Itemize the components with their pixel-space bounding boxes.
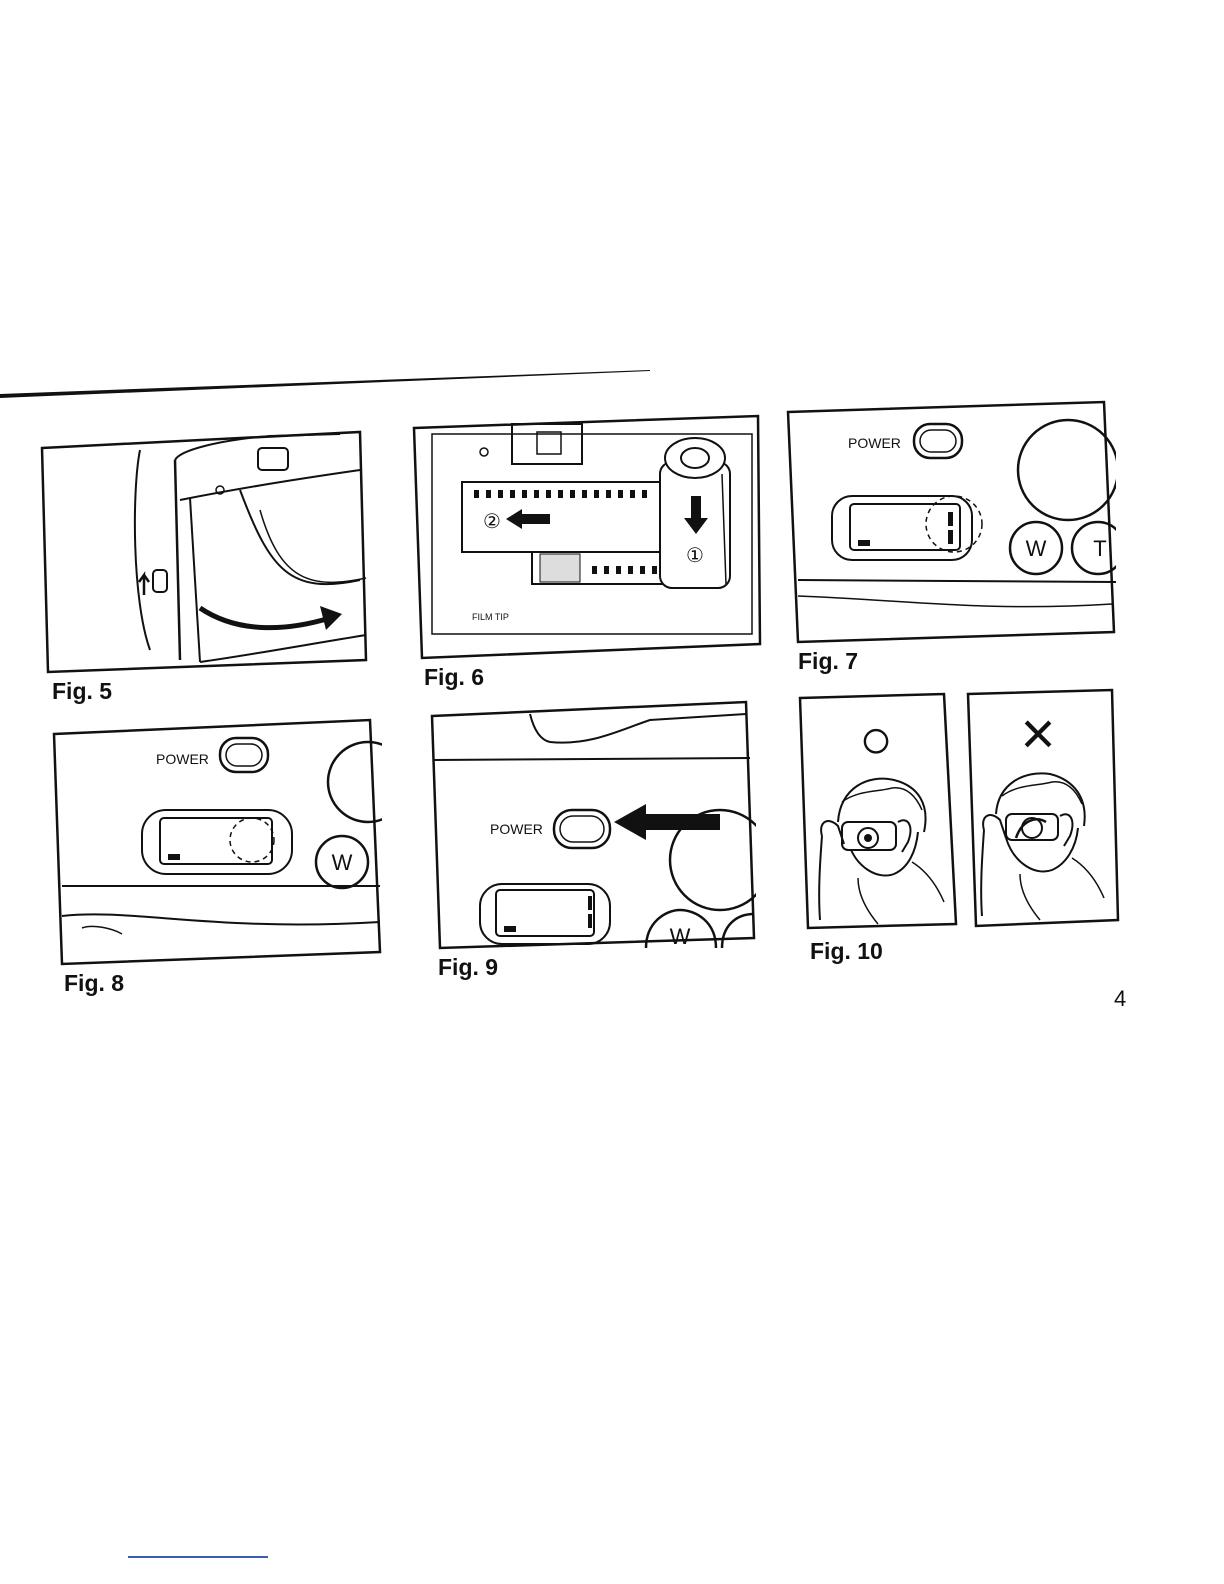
w-label: W — [332, 850, 353, 875]
figure-9-illustration: POWER W — [430, 700, 756, 950]
wrong-symbol: × — [1020, 700, 1055, 767]
power-label: POWER — [156, 751, 209, 767]
figure-10-correct-panel: ○ — [798, 692, 960, 930]
top-rule — [0, 364, 660, 398]
figure-6-caption: Fig. 6 — [424, 664, 484, 691]
w-label: W — [670, 924, 691, 949]
step-2-label: ② — [483, 511, 501, 533]
w-label: W — [1026, 536, 1047, 561]
figure-7-caption: Fig. 7 — [798, 648, 858, 675]
power-label: POWER — [490, 821, 543, 837]
figure-9-caption: Fig. 9 — [438, 954, 498, 981]
figure-8-caption: Fig. 8 — [64, 970, 124, 997]
figure-10-wrong-panel: × — [966, 688, 1122, 928]
figure-10-caption: Fig. 10 — [810, 938, 883, 965]
figure-5-caption: Fig. 5 — [52, 678, 112, 705]
figure-7-illustration: POWER W T — [786, 400, 1116, 644]
figure-6-illustration: ① ② FILM TIP — [412, 414, 762, 660]
t-label: T — [1093, 536, 1106, 561]
page-number: 4 — [1114, 986, 1126, 1012]
step-1-label: ① — [686, 545, 704, 567]
power-label: POWER — [848, 435, 901, 451]
figure-5-illustration — [40, 430, 370, 674]
film-tip-label: FILM TIP — [472, 612, 509, 622]
correct-symbol: ○ — [859, 707, 893, 770]
footer-line — [128, 1556, 268, 1558]
figure-8-illustration: POWER W — [52, 718, 382, 966]
